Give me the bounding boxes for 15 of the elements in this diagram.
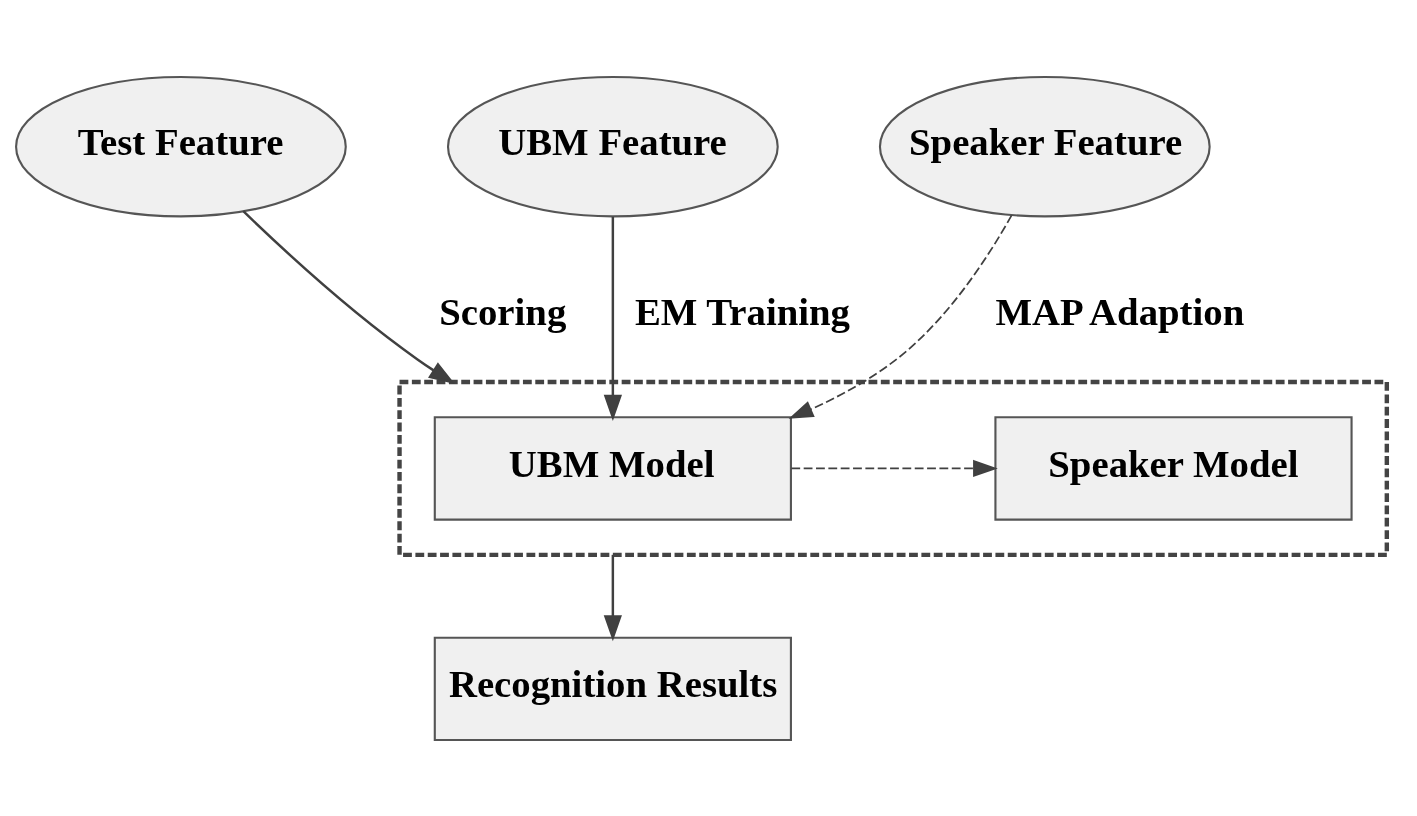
node-ellipse: UBM Feature <box>446 75 779 217</box>
node-box: Recognition Results <box>433 636 792 741</box>
cluster <box>397 379 1390 557</box>
arrow <box>603 216 622 421</box>
node-box: Speaker Model <box>994 415 1353 521</box>
arrow <box>242 209 455 384</box>
arrow <box>788 214 1013 419</box>
arrow <box>603 554 622 641</box>
node-box: UBM Model <box>433 415 792 521</box>
node-ellipse: Test Feature <box>15 75 347 217</box>
edge-label: EM Training <box>634 289 850 333</box>
edge-label: MAP Adaption <box>995 289 1245 333</box>
arrow <box>790 459 998 477</box>
node-ellipse: Speaker Feature <box>878 75 1211 217</box>
edge-label: Scoring <box>439 289 567 333</box>
